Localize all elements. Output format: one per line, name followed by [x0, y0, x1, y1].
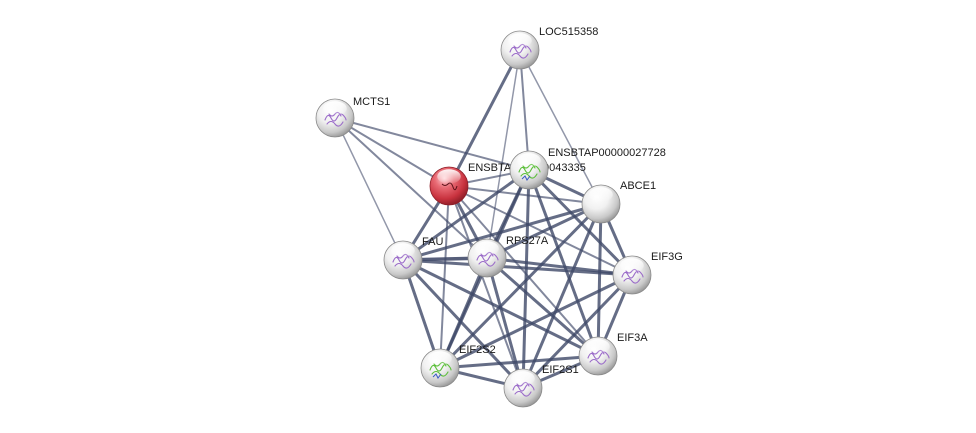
node-gloss — [620, 258, 644, 273]
node-gloss — [428, 351, 452, 366]
node-loc515358[interactable]: LOC515358 — [500, 26, 598, 70]
node-fau[interactable]: FAU — [383, 236, 443, 280]
edge-ensbtap00000027728-fau[interactable] — [401, 168, 531, 262]
node-gloss — [437, 169, 461, 184]
edge-loc515358-rps27a[interactable] — [486, 49, 521, 259]
edge-fau-eif2s1[interactable] — [401, 258, 525, 390]
node-mcts1[interactable]: MCTS1 — [315, 96, 390, 138]
node-label-fau: FAU — [422, 236, 443, 248]
node-eif2s2[interactable]: EIF2S2 — [420, 344, 496, 388]
node-gloss — [511, 371, 535, 386]
edge-ensbtap00000043335-abce1[interactable] — [448, 185, 602, 205]
node-eif3a[interactable]: EIF3A — [578, 332, 648, 376]
edge-eif3g-eif2s2[interactable] — [438, 273, 634, 370]
node-label-eif3g: EIF3G — [651, 251, 683, 263]
edge-mcts1-rps27a[interactable] — [334, 117, 488, 259]
edge-fau-eif3g[interactable] — [401, 258, 634, 277]
edge-eif3a-eif2s2[interactable] — [438, 354, 600, 370]
edge-abce1-rps27a[interactable] — [485, 202, 603, 260]
edge-rps27a-eif3a[interactable] — [485, 256, 600, 358]
edge-mcts1-fau[interactable] — [334, 117, 404, 261]
edge-ensbtap00000043335-eif2s2[interactable] — [439, 185, 450, 369]
node-eif2s1[interactable]: EIF2S1 — [503, 364, 579, 408]
node-rps27a[interactable]: RPS27A — [467, 235, 549, 278]
edge-abce1-eif2s1[interactable] — [521, 202, 603, 390]
edge-loc515358-abce1[interactable] — [519, 49, 602, 205]
node-gloss — [586, 339, 610, 354]
edge-mcts1-ensbtap00000027728[interactable] — [334, 117, 530, 171]
node-gloss — [475, 241, 499, 256]
node-gloss — [508, 33, 532, 48]
node-label-eif2s2: EIF2S2 — [459, 344, 496, 356]
edge-eif3g-eif2s1[interactable] — [521, 273, 634, 390]
node-label-mcts1: MCTS1 — [353, 96, 390, 108]
node-gloss — [323, 101, 347, 116]
protein-structure-accent-icon — [521, 175, 531, 181]
nodes-layer: LOC515358MCTS1ENSBTAP00000043335ENSBTAP0… — [315, 26, 683, 408]
node-label-abce1: ABCE1 — [620, 180, 656, 192]
edge-ensbtap00000043335-eif3a[interactable] — [448, 185, 599, 357]
node-label-eif2s1: EIF2S1 — [542, 364, 579, 376]
node-label-loc515358: LOC515358 — [539, 26, 598, 38]
edge-rps27a-eif2s1[interactable] — [485, 256, 525, 390]
node-ensbtap00000027728[interactable]: ENSBTAP00000027728 — [509, 147, 666, 190]
edge-ensbtap00000027728-eif3a[interactable] — [527, 168, 600, 358]
node-eif3g[interactable]: EIF3G — [612, 251, 683, 295]
node-label-eif3a: EIF3A — [617, 332, 648, 344]
node-abce1[interactable]: ABCE1 — [581, 180, 656, 224]
edge-loc515358-ensbtap00000043335[interactable] — [447, 48, 522, 188]
node-gloss — [391, 243, 415, 258]
node-gloss — [517, 153, 541, 168]
edge-rps27a-eif3g[interactable] — [485, 256, 634, 277]
node-label-ensbtap00000027728: ENSBTAP00000027728 — [548, 147, 666, 159]
edge-loc515358-ensbtap00000027728[interactable] — [519, 49, 530, 171]
edge-ensbtap00000027728-eif3g[interactable] — [527, 168, 634, 277]
node-label-rps27a: RPS27A — [506, 235, 549, 247]
edge-abce1-fau[interactable] — [401, 202, 603, 262]
edge-rps27a-eif2s2[interactable] — [438, 256, 489, 370]
edge-mcts1-ensbtap00000043335[interactable] — [334, 117, 450, 187]
edge-ensbtap00000043335-eif3g[interactable] — [448, 185, 633, 276]
edge-abce1-eif3a[interactable] — [596, 202, 603, 358]
protein-structure-accent-icon — [432, 373, 442, 379]
node-gloss — [589, 187, 613, 202]
